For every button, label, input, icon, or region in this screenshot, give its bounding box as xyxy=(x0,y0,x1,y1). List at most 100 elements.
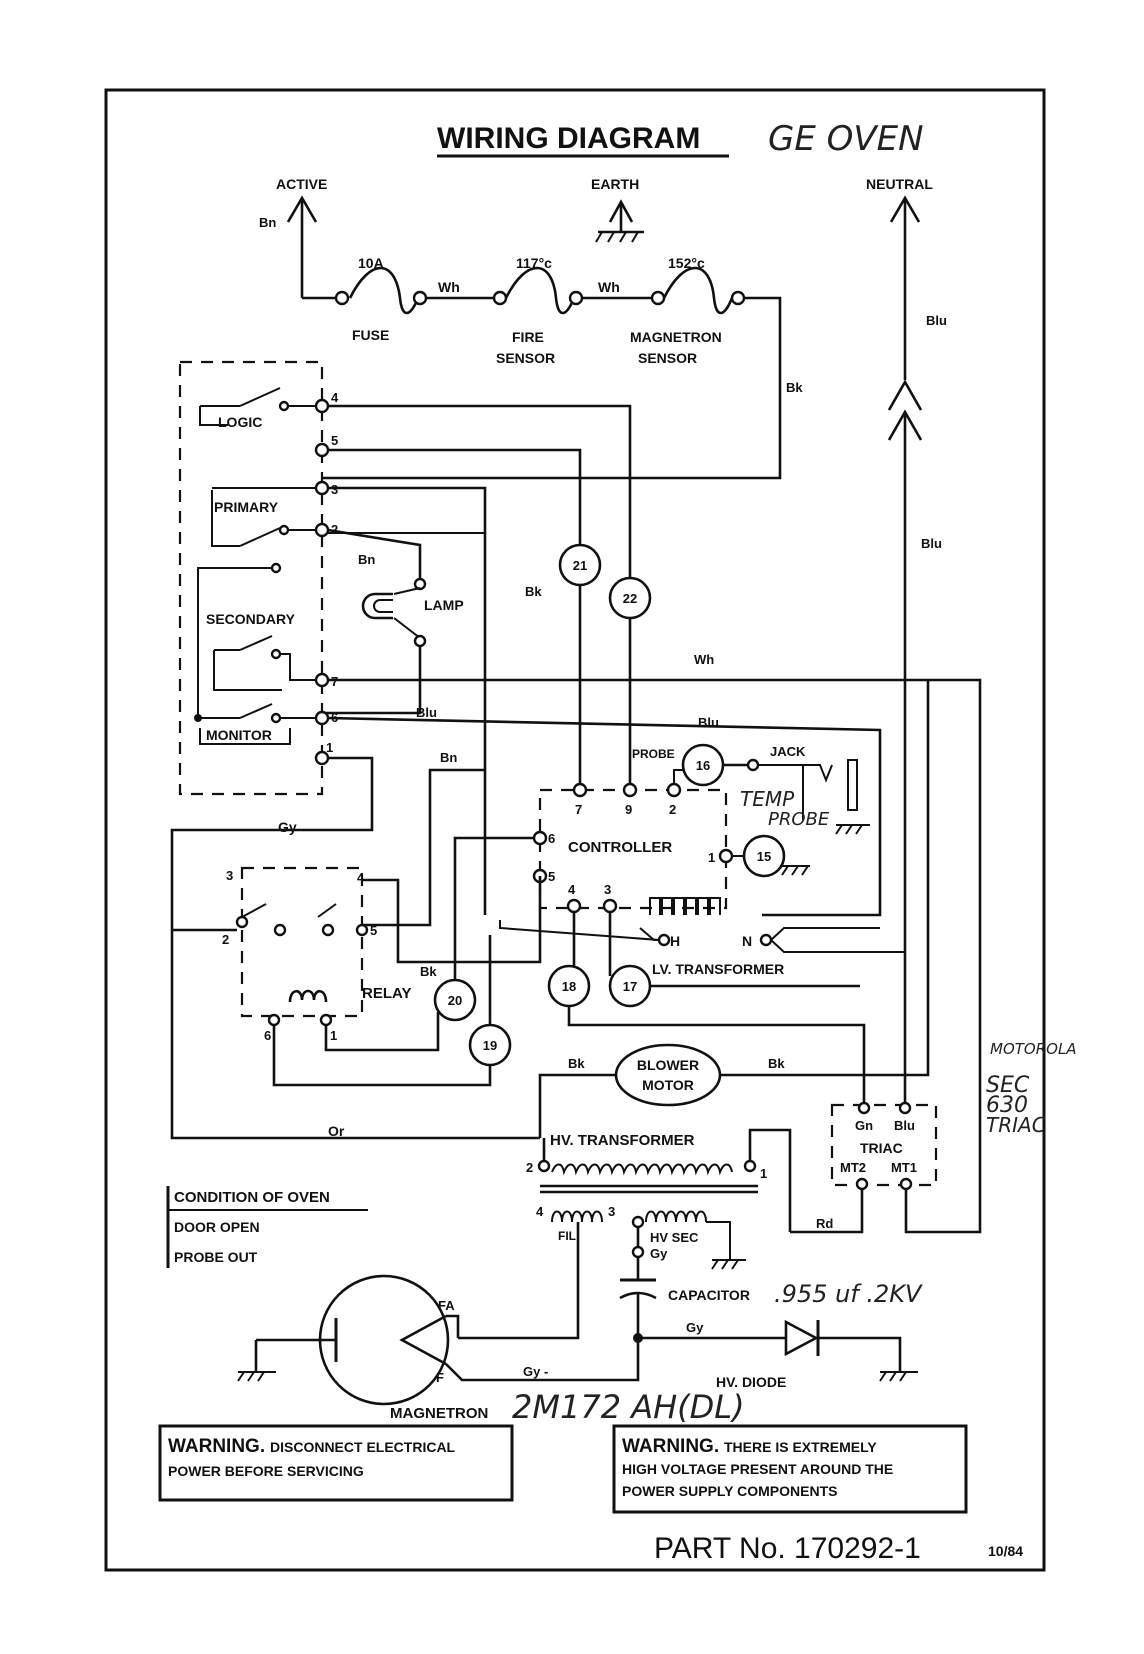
part-number: PART No. 170292-1 xyxy=(654,1532,921,1565)
fuse-wire-color-1: Wh xyxy=(438,279,460,295)
sec-handwritten-2: 630 xyxy=(986,1093,1028,1118)
controller-ground-icon xyxy=(780,865,810,876)
fuse-element xyxy=(348,266,420,315)
fire-sensor-label: FIRE xyxy=(512,329,544,345)
earth-symbol-icon xyxy=(595,199,644,243)
blower-wire-bk-2: Bk xyxy=(768,1056,785,1071)
motorola-handwritten: MOTOROLA xyxy=(990,1040,1077,1058)
relay-terminal-6: 6 xyxy=(264,1028,271,1043)
wire-number-22: 22 xyxy=(623,591,637,606)
terminal-5: 5 xyxy=(331,433,338,448)
magnetron-sensor-element xyxy=(662,266,734,315)
hv-sec-winding-icon xyxy=(645,1210,707,1223)
interlock-switch-box xyxy=(178,360,324,796)
triac-mt1-label: MT1 xyxy=(891,1160,917,1175)
fil-label: FIL xyxy=(558,1229,576,1243)
warning-right-head: WARNING. xyxy=(622,1436,719,1457)
active-wire-color: Bn xyxy=(259,215,276,230)
temp-probe-handwritten-2: PROBE xyxy=(768,809,830,830)
lamp-return-color: Blu xyxy=(416,705,437,720)
relay-coil-icon xyxy=(288,989,328,1003)
controller-terminal-6: 6 xyxy=(548,831,555,846)
magnetron-label: MAGNETRON xyxy=(390,1405,488,1422)
secondary-switch-contact xyxy=(239,635,273,651)
relay-terminal-1: 1 xyxy=(330,1028,337,1043)
warning-left-line2: POWER BEFORE SERVICING xyxy=(168,1463,364,1479)
sec-handwritten-1: SEC xyxy=(986,1073,1030,1098)
blu-wire-label: Blu xyxy=(698,715,719,730)
lamp-wire-color: Bn xyxy=(358,552,375,567)
fire-sensor-element xyxy=(504,266,576,315)
magnetron-f-label: F xyxy=(436,1370,444,1385)
wire-number-16: 16 xyxy=(696,758,710,773)
hv-diode-icon xyxy=(784,1319,820,1357)
controller-label: CONTROLLER xyxy=(568,839,672,856)
magnetron-ground-icon xyxy=(237,1371,276,1382)
fuse-label: FUSE xyxy=(352,327,389,343)
hv-diode-label: HV. DIODE xyxy=(716,1374,786,1390)
fil-terminal-4: 4 xyxy=(536,1204,544,1219)
bk-wire-label-1: Bk xyxy=(786,380,803,395)
fire-sensor-label-2: SENSOR xyxy=(496,350,555,366)
relay-terminal-2: 2 xyxy=(222,932,229,947)
magnetron-sensor-label: MAGNETRON xyxy=(630,329,722,345)
capacitor-label: CAPACITOR xyxy=(668,1287,750,1303)
diode-gy-label: Gy xyxy=(686,1320,704,1335)
magnetron-fa-label: FA xyxy=(438,1298,455,1313)
bk-wire-label-2: Bk xyxy=(525,584,542,599)
diagram-border xyxy=(104,88,1046,1572)
triac-mt2-label: MT2 xyxy=(840,1160,866,1175)
magnetron-tube xyxy=(318,1274,450,1406)
relay-label: RELAY xyxy=(362,985,411,1002)
terminal-7: 7 xyxy=(331,674,338,689)
warning-left-head: WARNING. xyxy=(168,1436,265,1457)
wire-number-21: 21 xyxy=(573,558,587,573)
capacitor-value-handwritten: .955 uf .2KV xyxy=(774,1280,923,1308)
cap-gy-label: Gy xyxy=(650,1246,668,1261)
or-wire-label: Or xyxy=(328,1123,345,1139)
relay-terminal-5: 5 xyxy=(370,923,377,938)
terminal-2: 2 xyxy=(331,522,338,537)
monitor-switch-label: MONITOR xyxy=(206,727,272,743)
logic-switch-label: LOGIC xyxy=(218,414,262,430)
controller-terminal-4: 4 xyxy=(568,882,576,897)
hv-sec-label: HV SEC xyxy=(650,1230,699,1245)
wh-wire-label: Wh xyxy=(694,652,714,667)
rd-wire-label: Rd xyxy=(816,1216,833,1231)
active-arrow-icon xyxy=(286,195,318,298)
magnetron-sensor-label-2: SENSOR xyxy=(638,350,697,366)
warning-right-line2: HIGH VOLTAGE PRESENT AROUND THE xyxy=(622,1461,893,1477)
neutral-label: NEUTRAL xyxy=(866,176,933,192)
wire-number-15: 15 xyxy=(757,849,771,864)
triac-box xyxy=(830,1103,938,1187)
primary-switch-label: PRIMARY xyxy=(214,499,279,515)
triac-gn-label: Gn xyxy=(855,1118,873,1133)
lamp-label: LAMP xyxy=(424,597,464,613)
neutral-wire-color-1: Blu xyxy=(926,313,947,328)
relay-terminal-3: 3 xyxy=(226,868,233,883)
fil-terminal-3: 3 xyxy=(608,1204,615,1219)
blower-label-1: BLOWER xyxy=(637,1057,699,1073)
controller-terminal-9: 9 xyxy=(625,802,632,817)
controller-terminal-1: 1 xyxy=(708,850,715,865)
active-label: ACTIVE xyxy=(276,176,327,192)
warning-left-line1: DISCONNECT ELECTRICAL xyxy=(270,1439,456,1455)
wire-number-20: 20 xyxy=(448,993,462,1008)
lamp-icon xyxy=(361,592,393,620)
lv-n-label: N xyxy=(742,933,752,949)
sec-handwritten-3: TRIAC xyxy=(986,1113,1046,1137)
earth-label: EARTH xyxy=(591,176,639,192)
part-date: 10/84 xyxy=(988,1543,1023,1559)
hv-transformer-label: HV. TRANSFORMER xyxy=(550,1132,695,1149)
fil-winding-icon xyxy=(551,1210,603,1223)
hv-terminal-1: 1 xyxy=(760,1166,767,1181)
condition-title: CONDITION OF OVEN xyxy=(174,1189,330,1206)
fuse-wire-color-2: Wh xyxy=(598,279,620,295)
diagram-title: WIRING DIAGRAM xyxy=(437,122,700,155)
bk-wire-label-3: Bk xyxy=(420,964,437,979)
lv-h-label: H xyxy=(670,933,680,949)
capacitor-icon xyxy=(619,1278,657,1300)
jack-label: JACK xyxy=(770,744,806,759)
wire-number-18: 18 xyxy=(562,979,576,994)
blower-label-2: MOTOR xyxy=(642,1077,694,1093)
